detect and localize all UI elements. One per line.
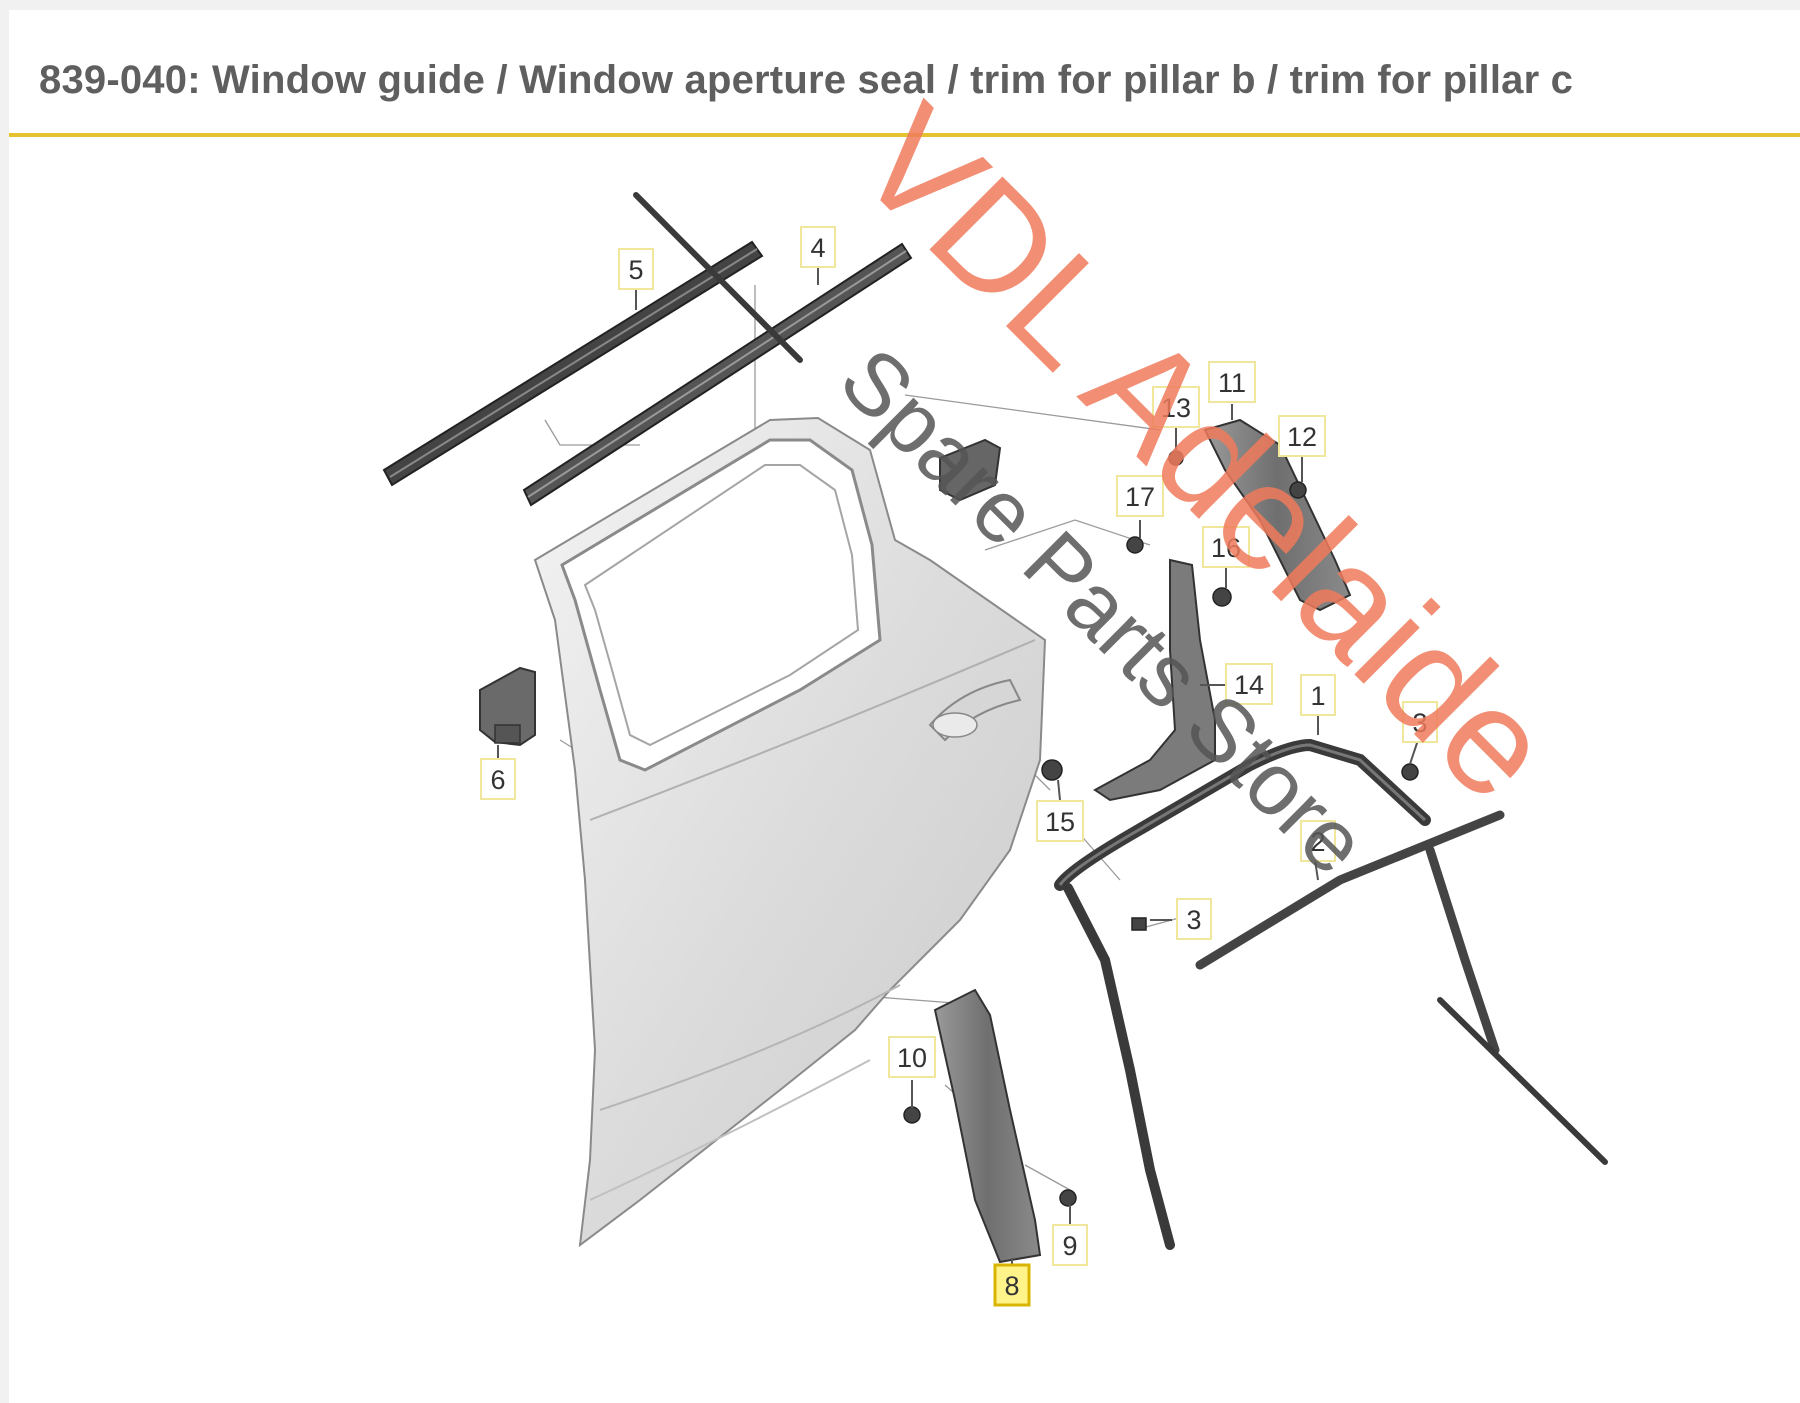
callout-3: 3 [1176, 898, 1212, 940]
callout-11: 11 [1208, 361, 1256, 403]
callout-box [1402, 701, 1438, 743]
callout-number: 6 [490, 765, 505, 795]
callout-6: 6 [480, 758, 516, 800]
callout-number: 8 [1004, 1271, 1019, 1301]
callout-13: 13 [1152, 386, 1200, 428]
callout-17: 17 [1116, 475, 1164, 517]
callout-8: 8 [993, 1263, 1031, 1307]
callout-9: 9 [1052, 1224, 1088, 1266]
callout-box [1278, 415, 1326, 457]
pillar-b-lower-trim-part-8 [933, 988, 1042, 1264]
callout-number: 3 [1186, 905, 1201, 935]
callout-number: 13 [1161, 393, 1191, 423]
window-guide-strip-part-5 [382, 240, 764, 487]
callout-box [1225, 663, 1273, 705]
callout-number: 15 [1045, 807, 1075, 837]
bracket-part-6 [479, 666, 536, 747]
callout-number: 14 [1234, 670, 1264, 700]
callout-16: 16 [1202, 526, 1250, 568]
callout-number: 5 [628, 255, 643, 285]
callout-10: 10 [888, 1036, 936, 1078]
callout-number: 16 [1211, 533, 1241, 563]
callout-box [1176, 898, 1212, 940]
rear-door-panel [533, 416, 1047, 1248]
page-title: 839-040: Window guide / Window aperture … [39, 58, 1574, 102]
callout-number: 9 [1062, 1231, 1077, 1261]
callout-number: 4 [810, 233, 825, 263]
callout-box [480, 758, 516, 800]
callout-2: 2 [1300, 820, 1336, 862]
callout-box [1300, 820, 1336, 862]
callout-box [993, 1263, 1031, 1307]
callout-3: 3 [1402, 701, 1438, 743]
callout-box [888, 1036, 936, 1078]
pillar-b-trim-part-14 [1093, 558, 1216, 802]
fasteners [903, 450, 1419, 1207]
callout-box [1300, 674, 1336, 716]
callout-14: 14 [1225, 663, 1273, 705]
callout-box [1036, 800, 1084, 842]
callout-box [800, 226, 836, 268]
callout-box [1116, 475, 1164, 517]
callout-box [618, 248, 654, 290]
callout-box [1202, 526, 1250, 568]
callout-box [1152, 386, 1200, 428]
callout-number: 2 [1310, 827, 1325, 857]
callout-box [1208, 361, 1256, 403]
header: 839-040: Window guide / Window aperture … [9, 10, 1800, 137]
window-guide-part-2 [1195, 810, 1505, 1055]
callout-1: 1 [1300, 674, 1336, 716]
callout-4: 4 [800, 226, 836, 268]
bracket-part-7 [939, 438, 1002, 502]
callout-number: 10 [897, 1043, 927, 1073]
callout-box [1052, 1224, 1088, 1266]
pillar-c-trim-part-11 [1203, 418, 1352, 612]
callout-number: 11 [1218, 368, 1246, 398]
callout-5: 5 [618, 248, 654, 290]
callout-number: 17 [1125, 482, 1155, 512]
window-aperture-seal-part-1 [1054, 738, 1431, 1250]
callout-12: 12 [1278, 415, 1326, 457]
callout-15: 15 [1036, 800, 1084, 842]
window-guide-strip-part-4 [522, 242, 913, 507]
callout-number: 12 [1287, 422, 1317, 452]
callout-number: 3 [1412, 708, 1427, 738]
callout-number: 1 [1310, 681, 1325, 711]
